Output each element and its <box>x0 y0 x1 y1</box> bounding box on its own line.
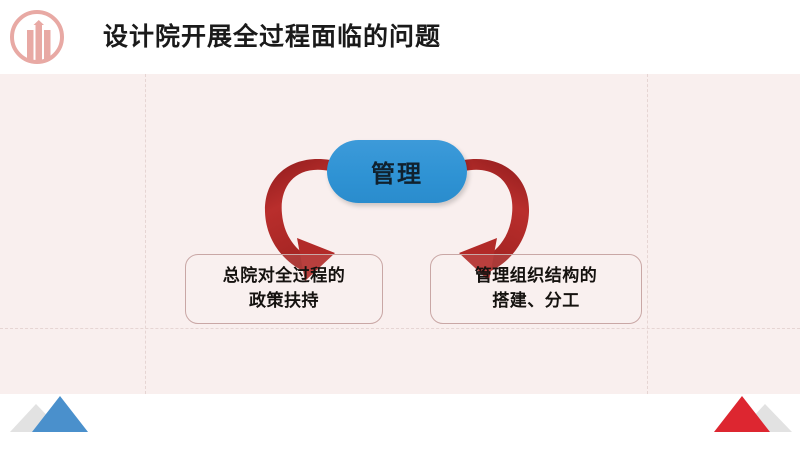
company-ring-logo-icon <box>10 10 64 64</box>
diagram-node-left-line-2: 政策扶持 <box>249 291 319 310</box>
diagram-root-node[interactable]: 管理 <box>327 140 467 203</box>
diagram-node-right[interactable]: 管理组织结构的 搭建、分工 <box>430 254 642 324</box>
guide-line-vertical-left <box>145 74 146 394</box>
page-title: 设计院开展全过程面临的问题 <box>103 23 442 51</box>
slide-footer <box>0 394 800 450</box>
slide-header: 设计院开展全过程面临的问题 <box>0 0 800 74</box>
diagram-node-right-line-2: 搭建、分工 <box>492 291 580 310</box>
guide-line-vertical-right <box>647 74 648 394</box>
diagram-node-right-line-1: 管理组织结构的 <box>474 266 598 286</box>
diagram-node-left-line-1: 总院对全过程的 <box>222 266 346 286</box>
guide-line-horizontal <box>0 328 800 329</box>
content-band <box>0 74 800 394</box>
diagram-node-left[interactable]: 总院对全过程的 政策扶持 <box>185 254 383 324</box>
diagram-root-label: 管理 <box>371 161 423 188</box>
